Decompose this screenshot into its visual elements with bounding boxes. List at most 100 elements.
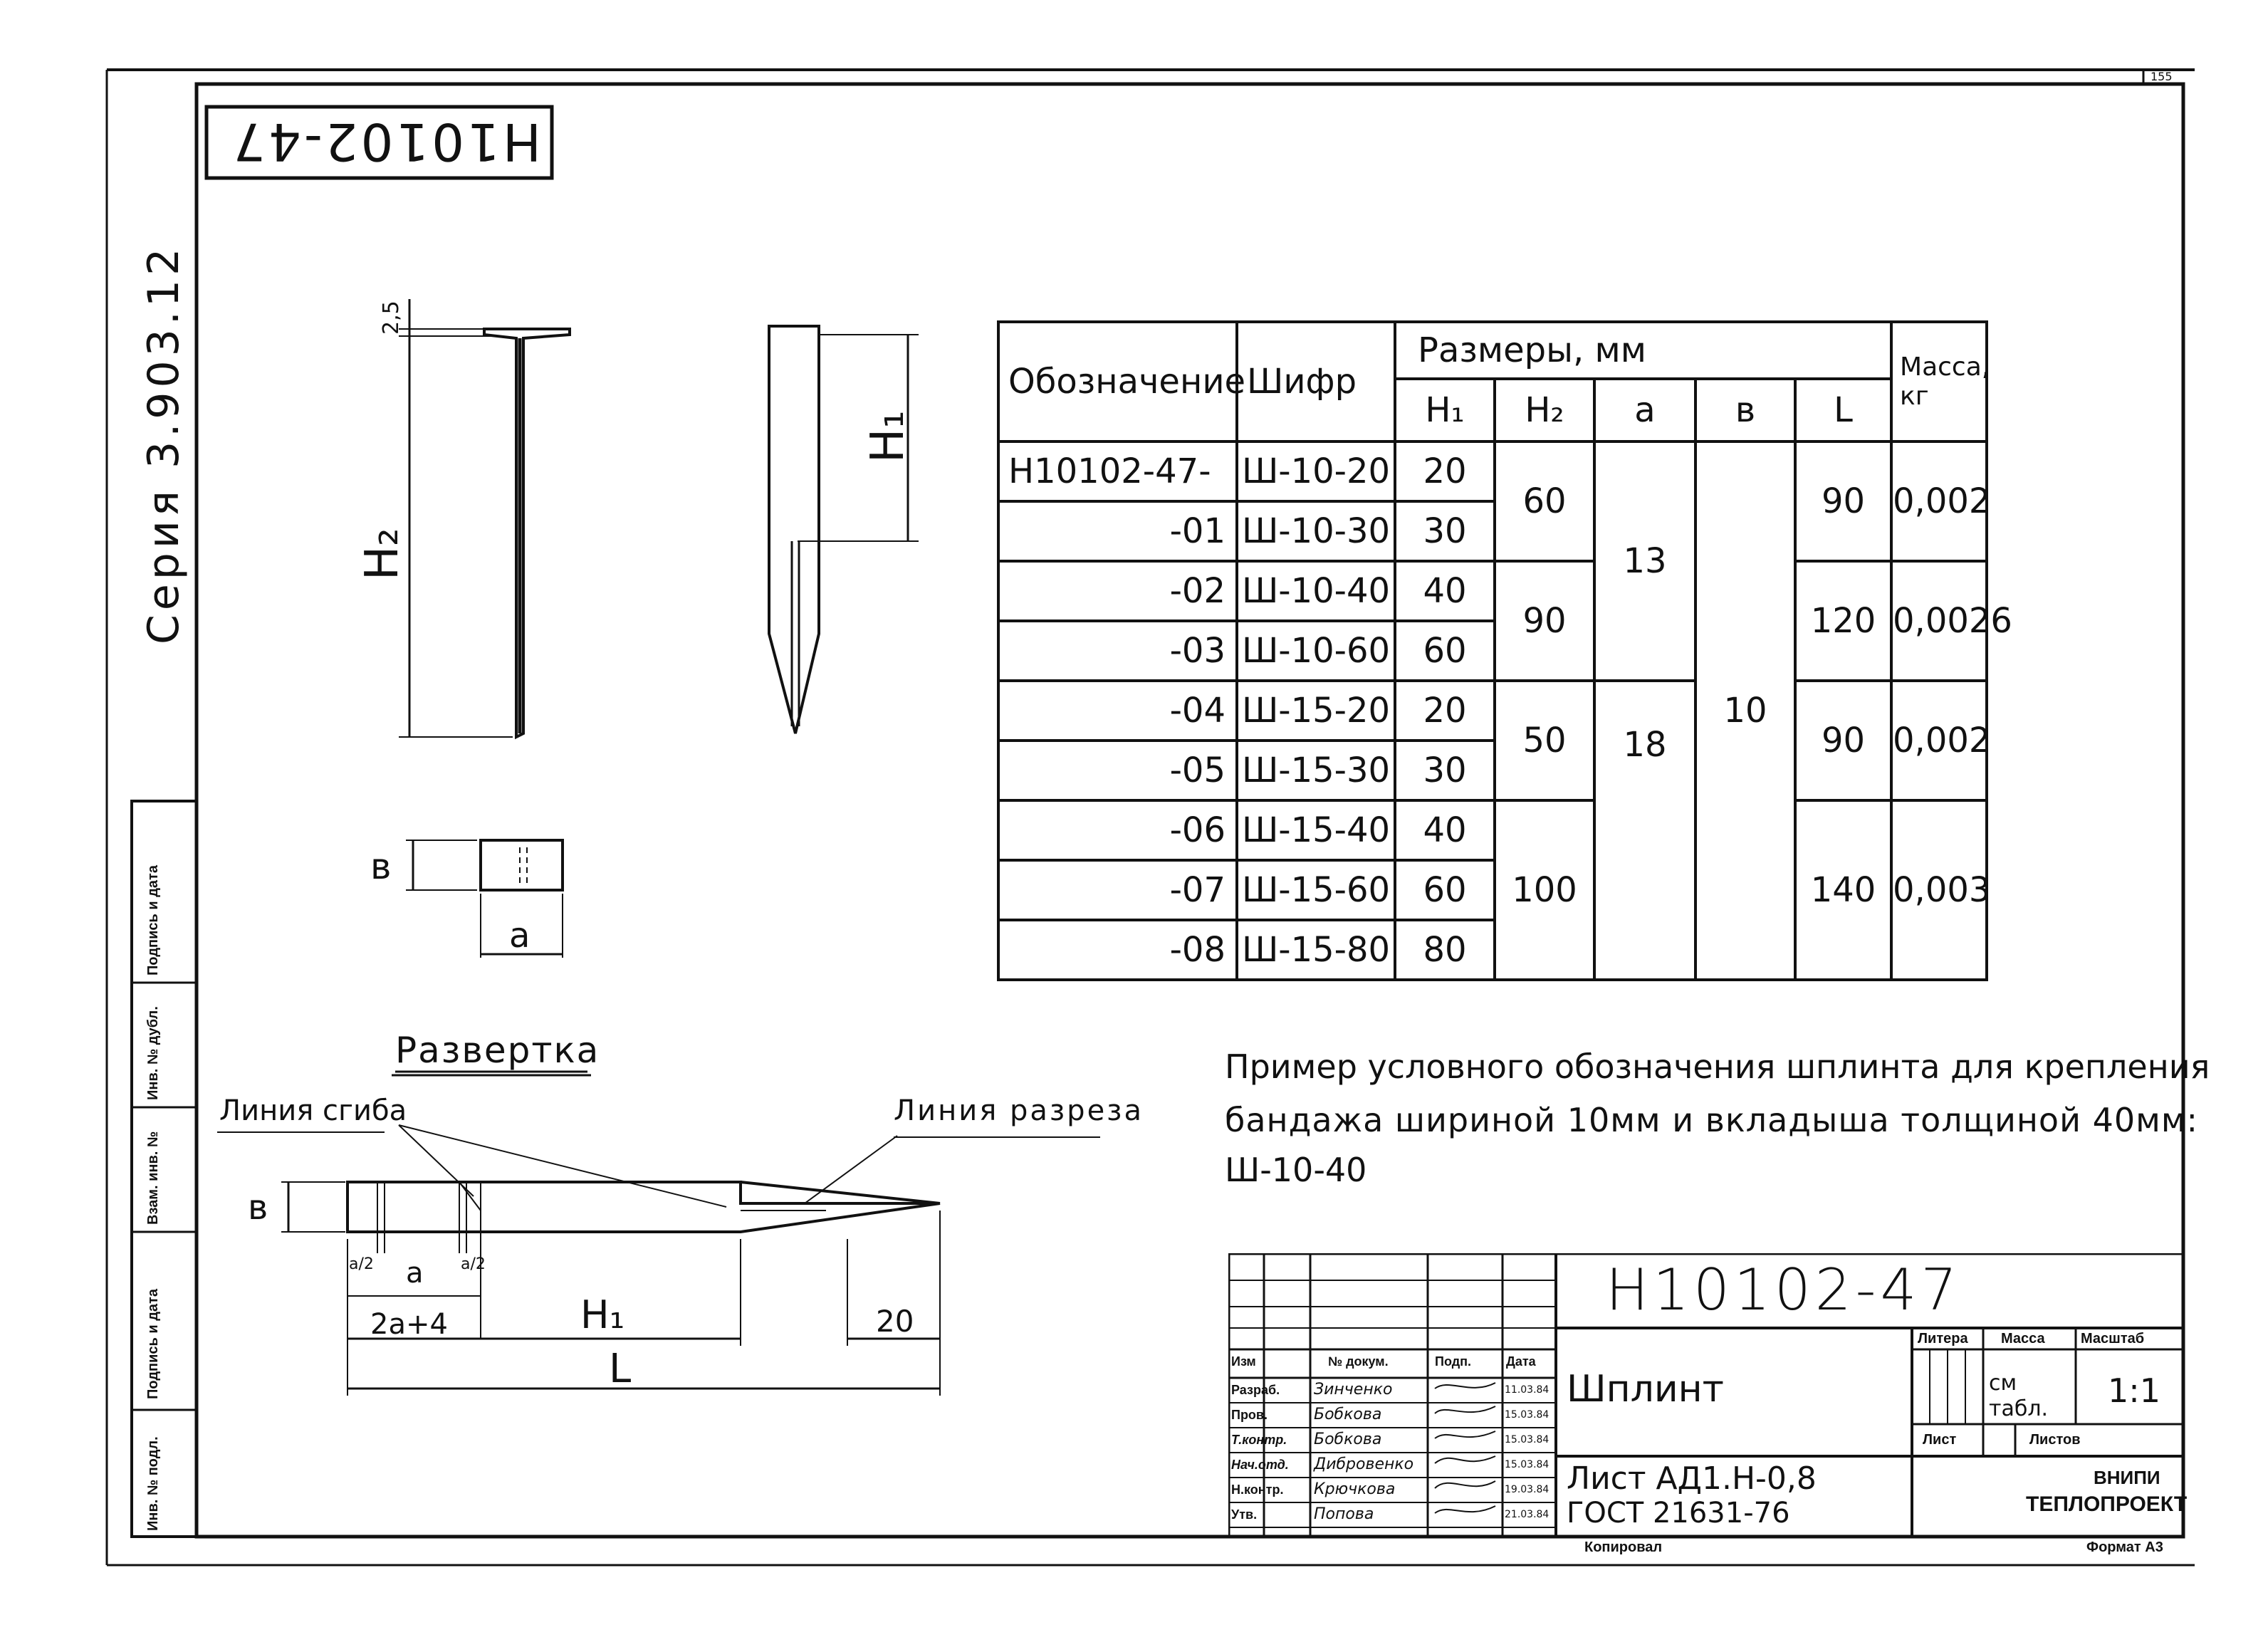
row-code: Ш-10-20 (1235, 440, 1396, 503)
row-h1: 20 (1394, 440, 1496, 503)
tb-col-izm: Изм (1231, 1354, 1256, 1369)
tb-name: Бобкова (1314, 1431, 1382, 1448)
tb-name: Крючкова (1314, 1480, 1396, 1498)
group-a: 13 (1593, 440, 1697, 682)
header-sizes: Размеры, мм (1393, 320, 1893, 380)
row-code: Ш-10-40 (1235, 560, 1396, 622)
row-designation: Н10102-47- (997, 440, 1238, 503)
title-org-2: ТЕПЛОПРОЕКТ (2026, 1492, 2188, 1516)
tb-col-doc: № докум. (1328, 1354, 1389, 1369)
group-h2: 60 (1493, 440, 1596, 563)
group-mass: 0,002 (1890, 440, 1990, 563)
row-code: Ш-15-80 (1235, 919, 1396, 981)
group-a: 18 (1593, 679, 1697, 981)
group-l: 90 (1793, 679, 1893, 802)
title-mass-value: см табл. (1989, 1371, 2049, 1421)
group-l: 90 (1793, 440, 1893, 563)
dim-b-section: в (370, 846, 392, 887)
tb-name: Зинченко (1314, 1381, 1393, 1398)
format-label: Формат А3 (2086, 1539, 2163, 1555)
dev-dim-20: 20 (876, 1304, 914, 1339)
cut-line-label: Линия разреза (894, 1094, 1144, 1127)
group-l: 120 (1793, 560, 1893, 682)
signatures (1434, 1382, 1496, 1514)
tb-name: Попова (1314, 1505, 1374, 1523)
title-litera: Литера (1918, 1331, 1968, 1347)
title-block: Н10102-47 Шплинт Лист АД1.Н-0,8 ГОСТ 216… (1228, 1253, 2187, 1537)
row-designation: -08 (997, 919, 1238, 981)
row-h1: 40 (1394, 560, 1496, 622)
pin-front-view (399, 299, 571, 740)
group-h2: 90 (1493, 560, 1596, 682)
header-h2: H₂ (1493, 377, 1596, 443)
dev-dim-a: а (406, 1257, 424, 1290)
tb-col-sign: Подп. (1435, 1354, 1471, 1369)
side-stamp-4: Подпись и дата (145, 1289, 161, 1399)
pin-section-view (406, 839, 564, 958)
dev-dim-2a4: 2а+4 (370, 1308, 448, 1341)
series-label: Серия 3.903.12 (139, 244, 189, 644)
example-line-1: Пример условного обозначения шплинта для… (1225, 1047, 2210, 1086)
tb-col-date: Дата (1506, 1354, 1536, 1369)
row-h1: 30 (1394, 500, 1496, 563)
dim-h1: H₁ (862, 410, 914, 463)
title-massa: Масса (2001, 1331, 2045, 1347)
row-code: Ш-10-60 (1235, 619, 1396, 682)
header-h1: H₁ (1394, 377, 1496, 443)
tb-name: Дибровенко (1314, 1455, 1414, 1473)
row-designation: -05 (997, 739, 1238, 802)
tb-date: 21.03.84 (1505, 1509, 1550, 1520)
tb-role: Т.контр. (1231, 1433, 1287, 1447)
row-code: Ш-15-30 (1235, 739, 1396, 802)
group-mass: 0,003 (1890, 799, 1990, 981)
header-a: а (1593, 377, 1697, 443)
title-listov: Листов (2029, 1432, 2081, 1448)
dev-dim-h1: H₁ (580, 1292, 625, 1337)
row-h1: 40 (1394, 799, 1496, 862)
title-reference: Лист АД1.Н-0,8 (1567, 1460, 1817, 1497)
tb-role: Нач.отд. (1231, 1458, 1289, 1472)
spec-table: Обозначение Шифр Размеры, мм Масса, кг H… (997, 320, 2012, 981)
row-designation: -01 (997, 500, 1238, 563)
dev-dim-l: L (609, 1346, 632, 1392)
group-mass: 0,002 (1890, 679, 1990, 802)
row-code: Ш-15-20 (1235, 679, 1396, 742)
row-code: Ш-15-60 (1235, 859, 1396, 921)
row-code: Ш-10-30 (1235, 500, 1396, 563)
side-stamp-5: Инв. № подл. (145, 1436, 161, 1531)
tb-date: 11.03.84 (1505, 1384, 1550, 1396)
side-stamp-2: Инв. № дубл. (145, 1006, 161, 1100)
dim-a-section: а (509, 916, 531, 956)
pin-development-view (217, 1070, 1100, 1396)
row-code: Ш-15-40 (1235, 799, 1396, 862)
title-list: Лист (1923, 1432, 1957, 1448)
tb-date: 15.03.84 (1505, 1434, 1550, 1445)
tb-date: 15.03.84 (1505, 1409, 1550, 1421)
dev-dim-b: в (248, 1188, 268, 1228)
title-scale-value: 1:1 (2108, 1371, 2161, 1410)
header-l: L (1793, 377, 1893, 443)
tb-role: Пров. (1231, 1408, 1268, 1422)
header-code: Шифр (1235, 320, 1396, 443)
row-h1: 60 (1394, 619, 1496, 682)
group-mass: 0,0026 (1890, 560, 2012, 682)
row-designation: -04 (997, 679, 1238, 742)
row-h1: 20 (1394, 679, 1496, 742)
tb-role: Утв. (1231, 1507, 1258, 1522)
tb-role: Разраб. (1231, 1383, 1280, 1397)
side-stamp-3: Взам. инв. № (145, 1131, 161, 1225)
header-designation: Обозначение (997, 320, 1245, 443)
bend-line-label: Линия сгиба (219, 1094, 407, 1127)
corner-number: 155 (2151, 70, 2173, 83)
tb-date: 19.03.84 (1505, 1484, 1550, 1495)
dim-h2: H₂ (356, 528, 409, 580)
title-org-1: ВНИПИ (2094, 1467, 2160, 1488)
row-designation: -06 (997, 799, 1238, 862)
header-b: в (1694, 377, 1797, 443)
mirrored-code: Н10102-47 (230, 112, 541, 172)
side-stamp-1: Подпись и дата (145, 865, 161, 976)
title-name: Шплинт (1567, 1368, 1724, 1411)
tb-role: Н.контр. (1231, 1483, 1284, 1497)
row-designation: -07 (997, 859, 1238, 921)
tb-date: 15.03.84 (1505, 1459, 1550, 1470)
